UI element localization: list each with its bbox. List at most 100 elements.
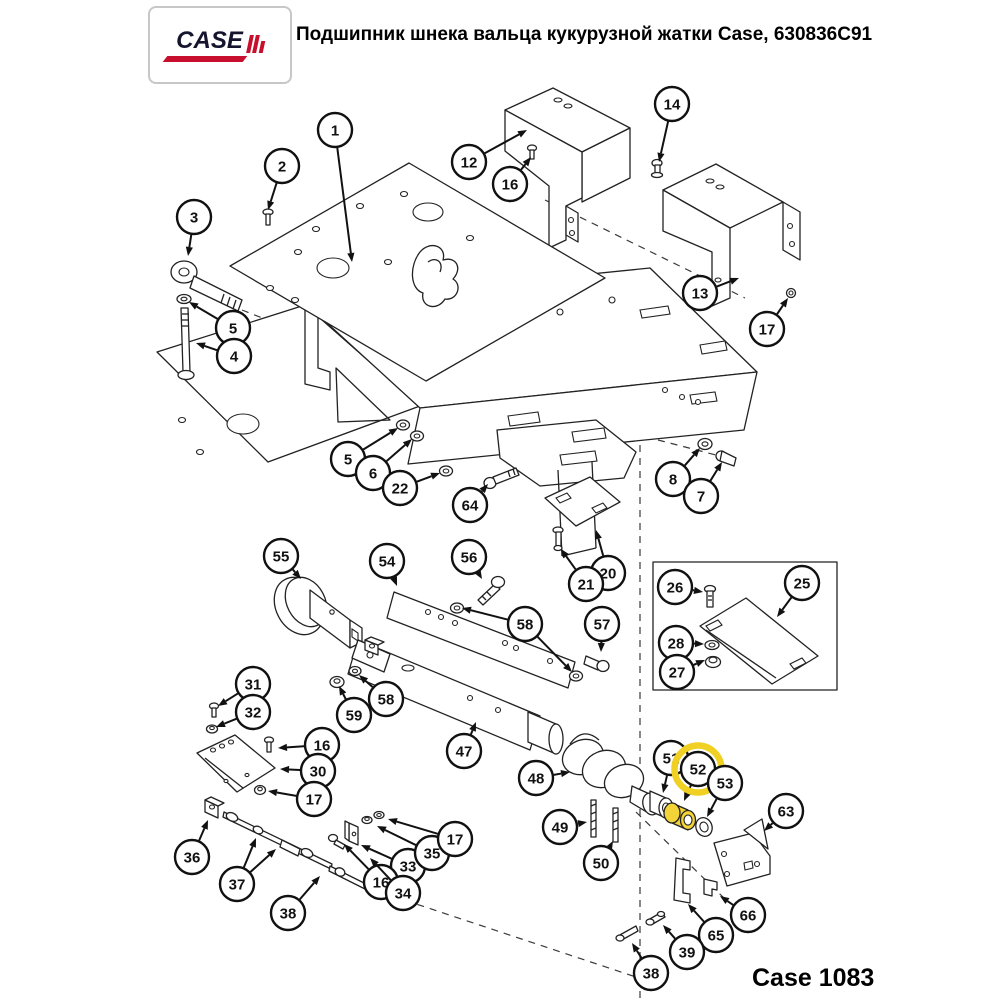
part-rod-37 (222, 811, 333, 870)
part-bolt-64 (483, 467, 520, 490)
part-bracket-13 (662, 163, 801, 307)
svg-text:22: 22 (392, 481, 409, 498)
part-rod-end-38b (615, 925, 639, 942)
case-ih-wordmark: CASE (176, 28, 266, 53)
callout-17: 17 (748, 298, 788, 348)
part-screw-21 (552, 526, 564, 552)
svg-text:57: 57 (594, 617, 611, 634)
part-clip-65 (673, 857, 691, 904)
svg-text:16: 16 (373, 875, 390, 892)
part-bracket-63 (713, 818, 771, 887)
part-bolt-7 (715, 450, 737, 467)
callout-17: 17 (388, 818, 474, 858)
callout-38: 38 (632, 943, 670, 992)
svg-text:54: 54 (379, 554, 396, 571)
part-clamp-33 (344, 820, 359, 846)
svg-text:16: 16 (314, 738, 331, 755)
catalog-page-number: Case 1083 (752, 964, 875, 992)
callout-36: 36 (173, 820, 211, 876)
part-plate-25 (699, 597, 819, 685)
part-hub-55 (273, 576, 363, 649)
callout-59: 59 (335, 686, 373, 734)
svg-text:13: 13 (692, 286, 709, 303)
callout-57: 57 (583, 605, 621, 652)
svg-text:38: 38 (643, 966, 660, 983)
part-nut-32 (205, 724, 219, 734)
part-bolt-4 (177, 307, 195, 381)
part-washer-5a (176, 293, 192, 305)
svg-text:30: 30 (310, 764, 327, 781)
callout-13: 13 (681, 274, 739, 312)
svg-text:21: 21 (578, 577, 595, 594)
svg-text:38: 38 (280, 906, 297, 923)
svg-text:53: 53 (717, 776, 734, 793)
part-nut-59 (329, 675, 345, 689)
part-clip-66 (703, 878, 718, 897)
part-nut-22 (438, 465, 454, 477)
callout-66: 66 (720, 896, 767, 934)
callout-48: 48 (517, 759, 570, 797)
case-ih-logo: CASE (148, 6, 292, 84)
svg-text:37: 37 (229, 877, 246, 894)
callout-37: 37 (218, 838, 276, 903)
callout-17: 17 (268, 780, 333, 818)
svg-text:32: 32 (245, 705, 262, 722)
part-bolt-57 (583, 655, 610, 673)
part-bar-47 (347, 639, 564, 755)
part-washer-53 (695, 817, 713, 837)
part-rod-38 (328, 865, 367, 890)
svg-text:35: 35 (424, 846, 441, 863)
svg-text:17: 17 (306, 792, 323, 809)
svg-text:20: 20 (600, 566, 617, 583)
svg-text:66: 66 (740, 908, 757, 925)
svg-text:49: 49 (552, 820, 569, 837)
callout-12: 12 (450, 130, 527, 181)
callout-1: 1 (316, 111, 355, 262)
svg-text:6: 6 (369, 466, 377, 483)
callout-31: 31 (218, 665, 272, 706)
part-square-nut (364, 636, 385, 656)
svg-text:27: 27 (669, 665, 686, 682)
callout-47: 47 (445, 722, 483, 770)
part-washer-17c (373, 810, 385, 820)
callout-34: 34 (370, 858, 422, 912)
svg-text:58: 58 (378, 692, 395, 709)
callout-3: 3 (175, 198, 213, 256)
callout-2: 2 (263, 147, 301, 210)
part-bolt-26 (703, 584, 717, 608)
part-washer-28 (704, 639, 720, 651)
part-bolt-16a (526, 144, 538, 160)
part-screw-16b (263, 736, 275, 753)
part-bolt-14 (650, 158, 664, 179)
callout-49: 49 (541, 808, 587, 846)
callout-55: 55 (262, 537, 301, 579)
callout-50: 50 (582, 841, 620, 882)
callout-58: 58 (359, 675, 405, 718)
callout-14: 14 (653, 85, 691, 162)
part-washer-58c (348, 665, 362, 677)
callout-6: 6 (354, 439, 412, 492)
callout-21: 21 (561, 549, 605, 603)
part-fitting-39 (645, 910, 666, 926)
part-nut-27 (704, 655, 722, 669)
callout-30: 30 (280, 752, 337, 790)
svg-text:2: 2 (278, 159, 286, 176)
svg-text:8: 8 (669, 472, 677, 489)
callout-27: 27 (658, 653, 705, 691)
callout-26: 26 (656, 568, 703, 606)
callout-63: 63 (764, 792, 805, 831)
svg-text:1: 1 (331, 123, 339, 140)
callout-7: 7 (682, 462, 722, 515)
svg-text:63: 63 (778, 804, 795, 821)
svg-text:12: 12 (461, 155, 478, 172)
svg-text:50: 50 (593, 856, 610, 873)
part-washer-5b (395, 419, 411, 431)
part-pin-50 (612, 807, 619, 843)
part-bolt-56 (477, 575, 506, 606)
callout-38: 38 (269, 876, 320, 932)
svg-text:55: 55 (273, 549, 290, 566)
callout-39: 39 (663, 925, 706, 971)
callout-25: 25 (777, 564, 821, 617)
svg-text:25: 25 (794, 576, 811, 593)
